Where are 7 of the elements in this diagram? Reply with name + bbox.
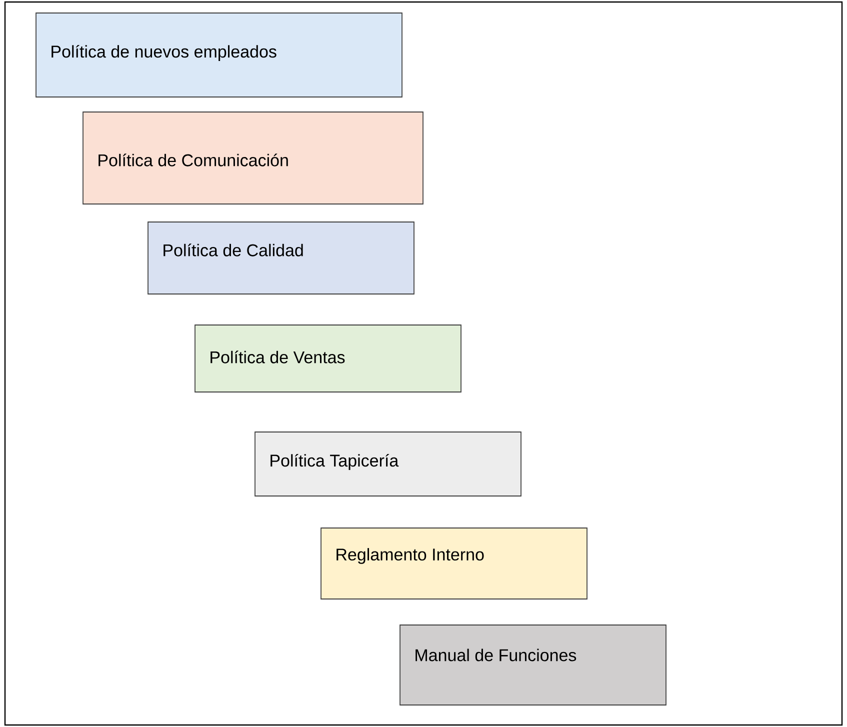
policy-box: Política de nuevos empleados xyxy=(36,12,402,98)
policy-box: Política de Calidad xyxy=(148,222,414,294)
policy-box: Política Tapicería xyxy=(254,432,522,496)
policy-box: Política de Ventas xyxy=(194,324,462,392)
policy-box: Política de Comunicación xyxy=(82,112,424,204)
policy-box: Reglamento Interno xyxy=(320,528,588,600)
policy-box: Manual de Funciones xyxy=(400,624,666,706)
